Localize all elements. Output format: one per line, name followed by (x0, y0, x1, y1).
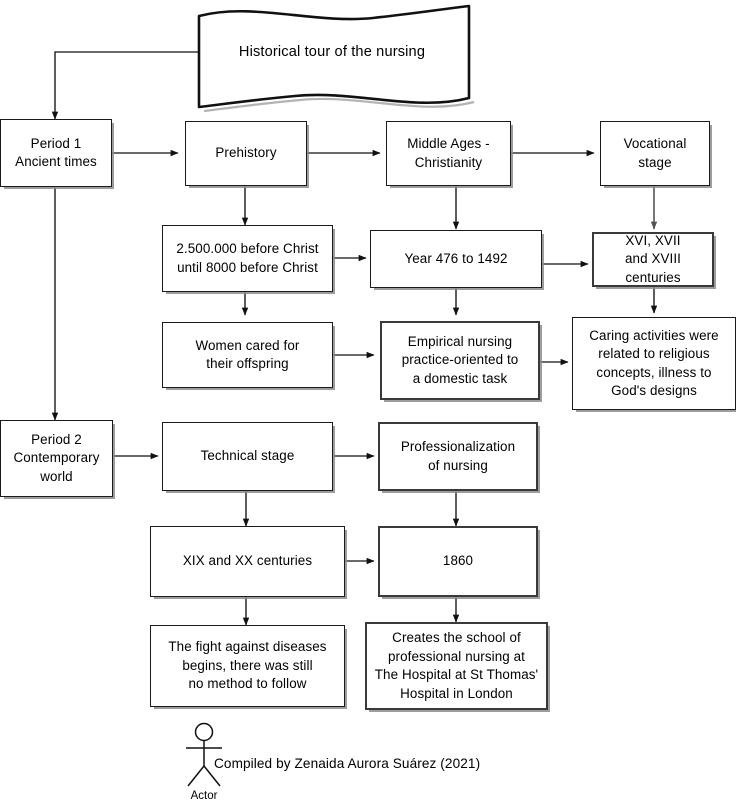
node-prehistory[interactable]: Prehistory (185, 121, 307, 186)
node-vocational-stage-label: Vocational stage (623, 136, 687, 170)
node-centuries-19-20-label: XIX and XX centuries (182, 553, 313, 569)
node-centuries-16-18[interactable]: XVI, XVII and XVIII centuries (592, 232, 714, 287)
node-professionalization-label: Professionalization of nursing (400, 439, 516, 473)
node-period-1-label: Period 1 Ancient times (15, 135, 97, 170)
page-title: Historical tour of the nursing (238, 44, 426, 60)
title-banner-shape (197, 4, 475, 112)
node-prehistory-dates-label: 2.500.000 before Christ until 8000 befor… (176, 241, 319, 275)
node-middle-ages-label: Middle Ages - Christianity (407, 136, 490, 170)
node-fight-against-diseases[interactable]: The fight against diseases begins, there… (150, 625, 345, 707)
node-empirical-nursing[interactable]: Empirical nursing practice-oriented to a… (380, 321, 540, 400)
node-technical-stage-label: Technical stage (200, 448, 295, 464)
node-creates-school-label: Creates the school of professional nursi… (374, 630, 539, 701)
node-creates-school[interactable]: Creates the school of professional nursi… (365, 622, 548, 710)
edge-title-to-period1 (51, 51, 198, 120)
node-prehistory-label: Prehistory (215, 145, 277, 161)
node-fight-against-diseases-label: The fight against diseases begins, there… (168, 639, 327, 692)
node-empirical-nursing-label: Empirical nursing practice-oriented to a… (401, 333, 519, 386)
node-period-2-label: Period 2 Contemporary world (13, 431, 100, 484)
node-technical-stage[interactable]: Technical stage (162, 422, 333, 491)
actor-stick-figure-icon (186, 722, 222, 787)
node-year-476-1492[interactable]: Year 476 to 1492 (370, 230, 542, 288)
actor-label: Actor (190, 790, 218, 802)
node-caring-activities[interactable]: Caring activities were related to religi… (572, 317, 736, 410)
node-year-476-1492-label: Year 476 to 1492 (404, 250, 508, 266)
node-vocational-stage[interactable]: Vocational stage (600, 121, 710, 186)
node-centuries-19-20[interactable]: XIX and XX centuries (150, 526, 345, 597)
node-women-cared[interactable]: Women cared for their offspring (162, 322, 333, 388)
node-prehistory-dates[interactable]: 2.500.000 before Christ until 8000 befor… (162, 225, 333, 292)
node-professionalization[interactable]: Professionalization of nursing (378, 422, 538, 491)
node-year-1860[interactable]: 1860 (378, 526, 538, 597)
node-centuries-16-18-label: XVI, XVII and XVIII centuries (625, 232, 681, 285)
node-women-cared-label: Women cared for their offspring (195, 337, 300, 372)
node-year-1860-label: 1860 (442, 553, 474, 569)
credit-text: Compiled by Zenaida Aurora Suárez (2021) (214, 756, 481, 771)
node-period-2[interactable]: Period 2 Contemporary world (0, 420, 113, 497)
node-caring-activities-label: Caring activities were related to religi… (589, 327, 719, 399)
node-period-1[interactable]: Period 1 Ancient times (0, 119, 112, 187)
node-middle-ages[interactable]: Middle Ages - Christianity (386, 121, 511, 186)
